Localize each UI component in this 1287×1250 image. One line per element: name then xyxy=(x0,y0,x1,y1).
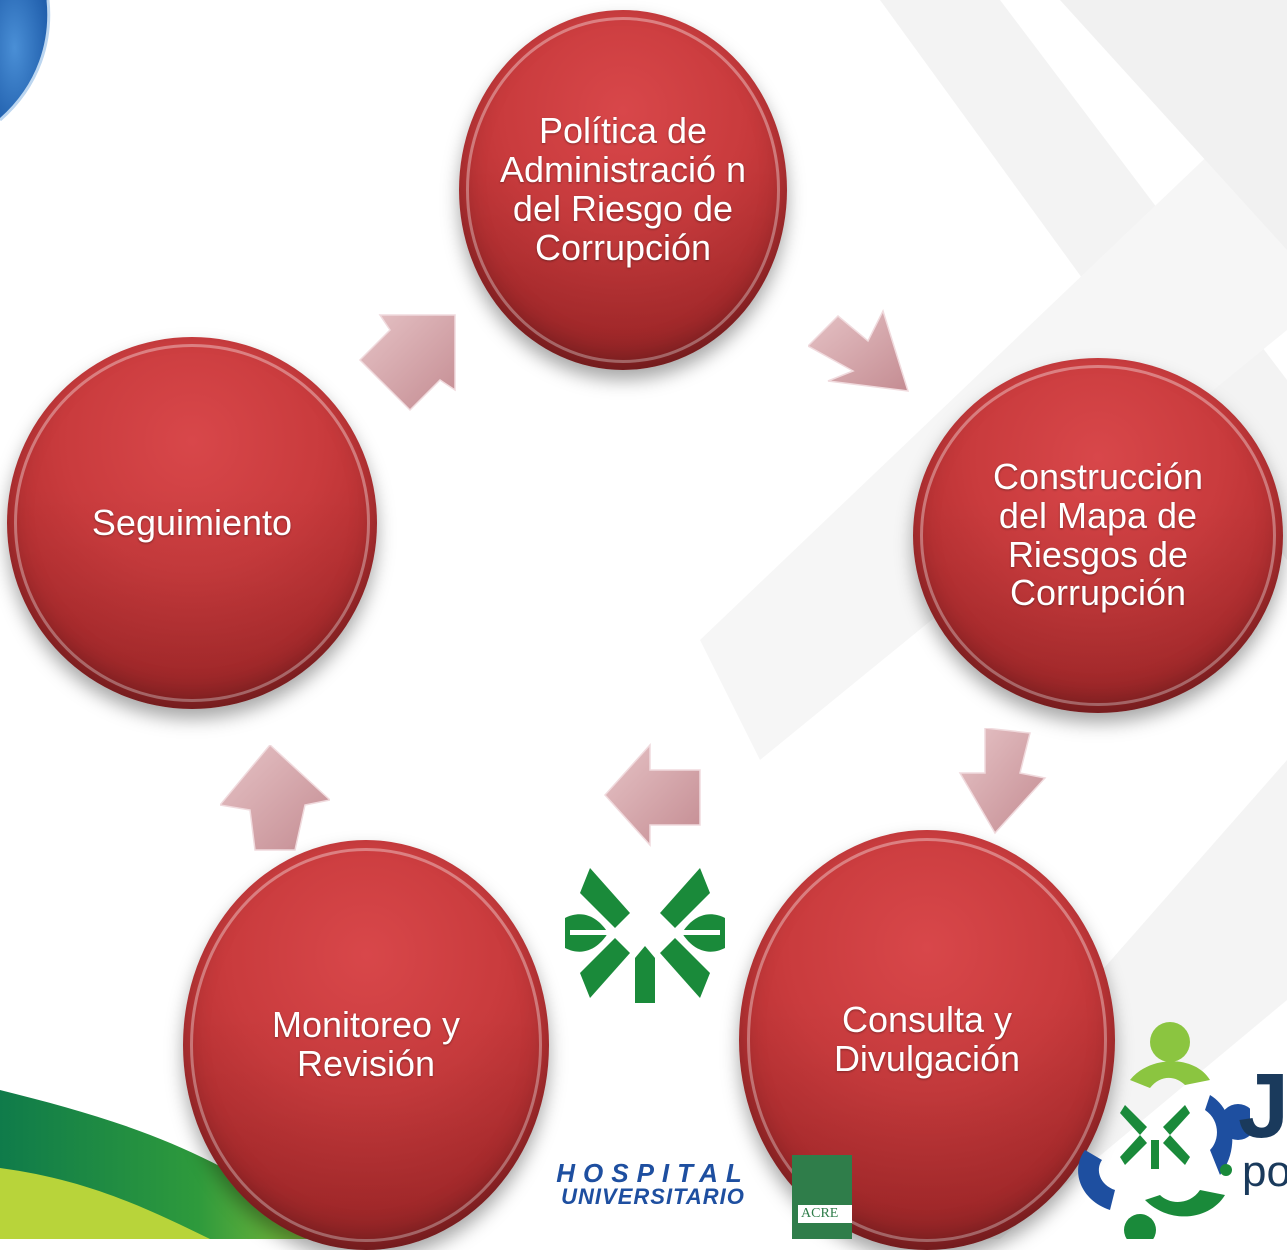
right-logo: J po xyxy=(1060,1000,1287,1239)
arrow-construccion-to-consulta xyxy=(958,728,1047,835)
node-politica: Política de Administració n del Riesgo d… xyxy=(459,10,787,370)
arrow-politica-to-construccion xyxy=(808,309,910,392)
node-construccion-label: Construcción del Mapa de Riesgos de Corr… xyxy=(992,455,1204,614)
accreditation-badge-text: ACRE xyxy=(798,1205,852,1223)
corner-blob-edge xyxy=(0,0,51,122)
node-consulta-label: Consulta y Divulgación xyxy=(833,999,1021,1079)
node-monitoreo: Monitoreo y Revisión xyxy=(183,840,549,1250)
arrow-consulta-to-monitoreo xyxy=(603,743,701,847)
node-seguimiento-label: Seguimiento xyxy=(91,501,293,543)
arrow-seguimiento-to-politica xyxy=(358,314,456,412)
node-monitoreo-label: Monitoreo y Revisión xyxy=(271,1004,461,1084)
hospital-logo-line2: UNIVERSITARIO xyxy=(561,1184,745,1209)
hospital-logo-line1: HOSPITAL xyxy=(556,1158,750,1188)
bg-stripe xyxy=(1060,0,1287,250)
node-seguimiento: Seguimiento xyxy=(7,337,377,709)
right-logo-letter: J xyxy=(1238,1055,1287,1157)
right-logo-small-text: po xyxy=(1242,1147,1287,1196)
arrow-monitoreo-to-seguimiento xyxy=(220,745,330,851)
corner-blob xyxy=(0,0,49,120)
hospital-emblem-icon xyxy=(565,868,725,1003)
node-construccion: Construcción del Mapa de Riesgos de Corr… xyxy=(913,358,1283,713)
node-politica-label: Política de Administració n del Riesgo d… xyxy=(499,110,747,268)
bottom-swoosh-accent xyxy=(0,1168,210,1239)
hospital-logo: HOSPITAL UNIVERSITARIO xyxy=(548,858,758,1239)
right-logo-dot xyxy=(1220,1164,1232,1176)
people-circle-icon xyxy=(1078,1022,1250,1239)
accreditation-badge: ACRE xyxy=(792,1155,852,1239)
